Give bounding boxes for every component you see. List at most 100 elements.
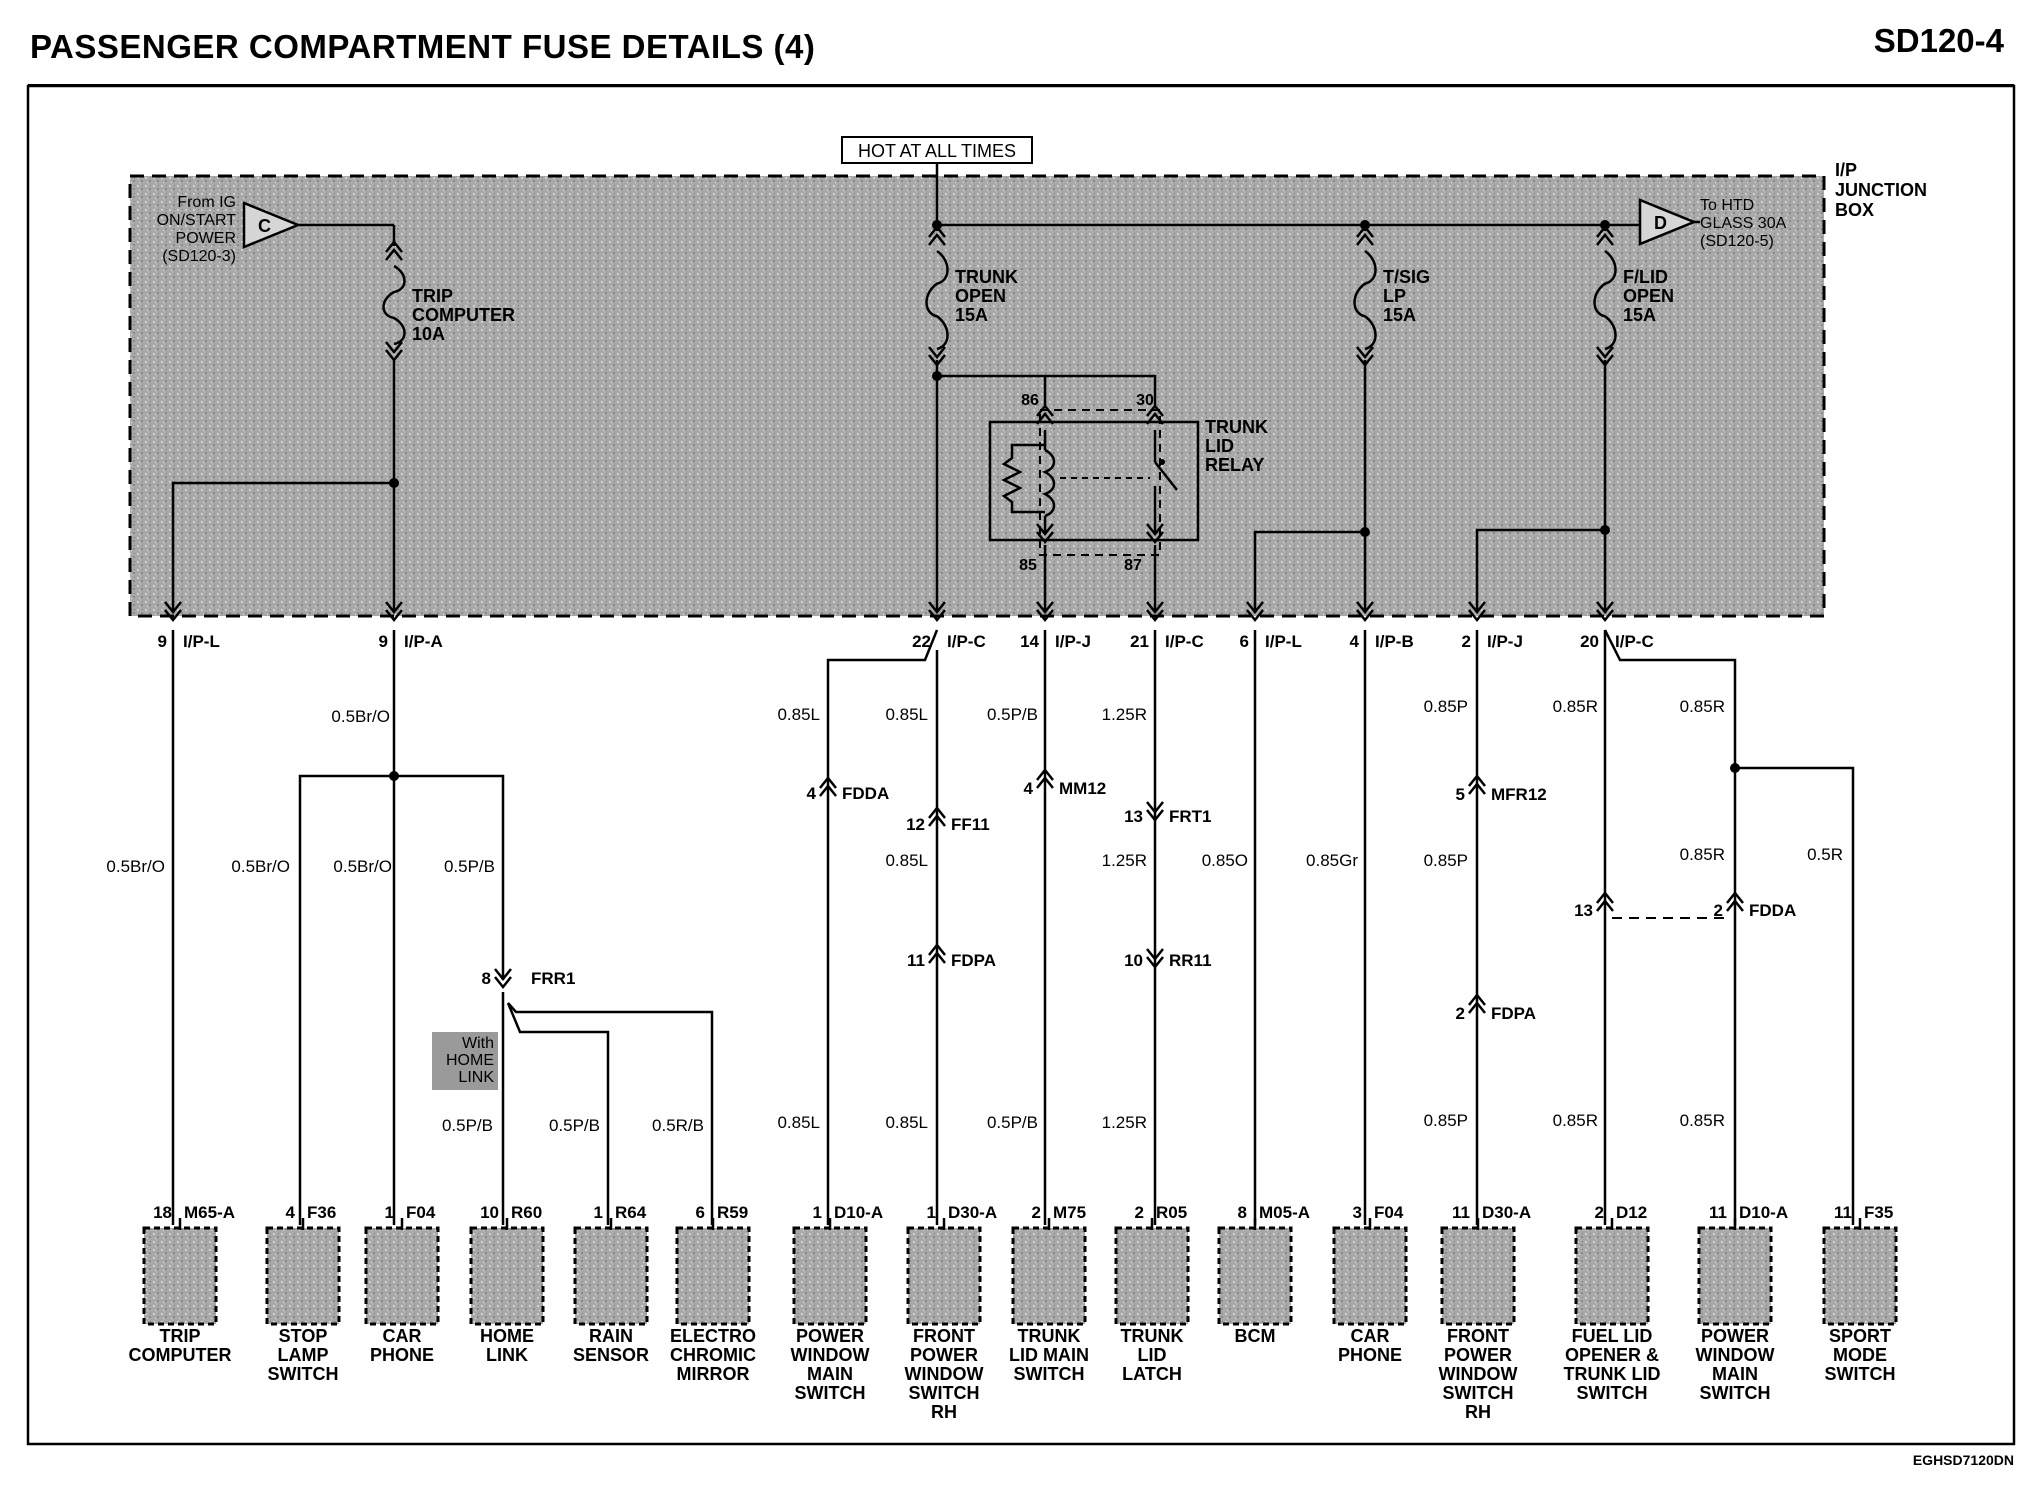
component-connector: R05	[1156, 1203, 1187, 1222]
inline-connector-pin: 4	[807, 784, 817, 803]
wire-label: 1.25R	[1102, 851, 1147, 870]
component-label: HOME	[480, 1326, 534, 1346]
option-note-label: LINK	[458, 1069, 494, 1086]
component-label: SWITCH	[1577, 1383, 1648, 1403]
component-label: SWITCH	[1443, 1383, 1514, 1403]
wire-label: 0.5P/B	[987, 1113, 1038, 1132]
component-7-box	[792, 1226, 868, 1326]
junction-box	[128, 174, 1826, 618]
wire-label: 0.85L	[885, 851, 928, 870]
component-pin: 11	[1834, 1203, 1852, 1222]
wire-label: 0.5P/B	[987, 705, 1038, 724]
connector-icon	[1036, 601, 1054, 623]
switch-pivot	[1159, 459, 1165, 465]
wire	[826, 629, 939, 1225]
fuse-label: T/SIG	[1383, 267, 1430, 287]
jb-connector-pin: 21	[1130, 632, 1149, 651]
wire-label: 1.25R	[1102, 1113, 1147, 1132]
component-label: LID	[1138, 1345, 1167, 1365]
wire	[1475, 528, 1605, 610]
jb-connector-name: I/P-J	[1055, 632, 1091, 651]
wire	[1253, 530, 1365, 610]
jb-connector-name: I/P-L	[183, 632, 220, 651]
component-label: CHROMIC	[670, 1345, 756, 1365]
jb-connector-name: I/P-A	[404, 632, 443, 651]
inline-connector-name: FDDA	[842, 784, 889, 803]
fuse-label: 15A	[1623, 305, 1656, 325]
relay-pin: 85	[1019, 557, 1037, 574]
component-label: FRONT	[1447, 1326, 1509, 1346]
component-3-box	[364, 1226, 440, 1326]
component-1-box	[142, 1226, 218, 1326]
page-title: PASSENGER COMPARTMENT FUSE DETAILS (4)	[30, 28, 816, 65]
component-label: MAIN	[807, 1364, 853, 1384]
component-label: PHONE	[1338, 1345, 1402, 1365]
connector-icon	[819, 775, 837, 797]
inline-connector-name: FDDA	[1749, 901, 1796, 920]
jb-connector-pin: 20	[1580, 632, 1599, 651]
connector-icon	[1246, 601, 1264, 623]
wire-label: 0.85R	[1680, 845, 1725, 864]
relay-label: LID	[1205, 436, 1234, 456]
fuse-label: TRUNK	[955, 267, 1018, 287]
component-label: SWITCH	[1014, 1364, 1085, 1384]
component-label: SWITCH	[795, 1383, 866, 1403]
wire-label: 0.85L	[885, 1113, 928, 1132]
component-label: COMPUTER	[129, 1345, 232, 1365]
fuse-label: F/LID	[1623, 267, 1668, 287]
jb-connector-pin: 9	[379, 632, 388, 651]
component-16-box	[1822, 1226, 1898, 1326]
inline-connector-pin: 4	[1024, 779, 1034, 798]
wire-label: 0.5P/B	[444, 857, 495, 876]
hot-at-all-times-box	[841, 136, 1033, 164]
jb-connector-pin: 6	[1240, 632, 1249, 651]
jb-connector-name: I/P-C	[1615, 632, 1654, 651]
component-11-box	[1217, 1226, 1293, 1326]
connector-icon	[385, 601, 403, 623]
connector-icon	[1036, 523, 1054, 545]
wire-label: 0.5Br/O	[333, 857, 392, 876]
wire-label: 0.5R	[1807, 845, 1843, 864]
jb-connector-name: I/P-C	[947, 632, 986, 651]
fuse-label: COMPUTER	[412, 305, 515, 325]
component-pin: 18	[153, 1203, 172, 1222]
junction-box-label: BOX	[1835, 200, 1874, 220]
component-connector: F35	[1864, 1203, 1893, 1222]
jb-connector-name: I/P-L	[1265, 632, 1302, 651]
connector-icon	[1596, 601, 1614, 623]
relay-switch	[1154, 461, 1178, 491]
component-pin: 1	[594, 1203, 603, 1222]
component-pin: 2	[1032, 1203, 1041, 1222]
component-connector: D10-A	[1739, 1203, 1788, 1222]
inline-connector-name: FDPA	[951, 951, 996, 970]
component-pin: 2	[1135, 1203, 1144, 1222]
component-label: WINDOW	[1439, 1364, 1518, 1384]
wire-label: 0.85O	[1202, 851, 1248, 870]
component-label: CAR	[1351, 1326, 1390, 1346]
relay-label: TRUNK	[1205, 417, 1268, 437]
wire	[298, 774, 505, 1225]
component-connector: D10-A	[834, 1203, 883, 1222]
component-label: TRUNK	[1121, 1326, 1184, 1346]
connector-icon	[1468, 601, 1486, 623]
connector-icon	[1146, 523, 1164, 545]
wire-label: 0.5Br/O	[106, 857, 165, 876]
component-connector: R60	[511, 1203, 542, 1222]
component-connector: R59	[717, 1203, 748, 1222]
component-pin: 10	[480, 1203, 499, 1222]
page-frame	[26, 84, 2016, 1446]
relay-dashed	[1039, 409, 1161, 556]
inline-connector-pin: 12	[906, 815, 925, 834]
wire-label: 0.85P	[1424, 1111, 1468, 1130]
component-connector: M75	[1053, 1203, 1086, 1222]
component-label: TRUNK	[1018, 1326, 1081, 1346]
component-label: PHONE	[370, 1345, 434, 1365]
jb-connector-pin: 14	[1020, 632, 1039, 651]
wire-label: 0.85L	[885, 705, 928, 724]
source-d-icon	[1638, 198, 1698, 246]
component-label: TRIP	[159, 1326, 200, 1346]
component-label: SENSOR	[573, 1345, 649, 1365]
component-pin: 6	[696, 1203, 705, 1222]
component-connector: F04	[1374, 1203, 1404, 1222]
component-pin: 1	[927, 1203, 936, 1222]
